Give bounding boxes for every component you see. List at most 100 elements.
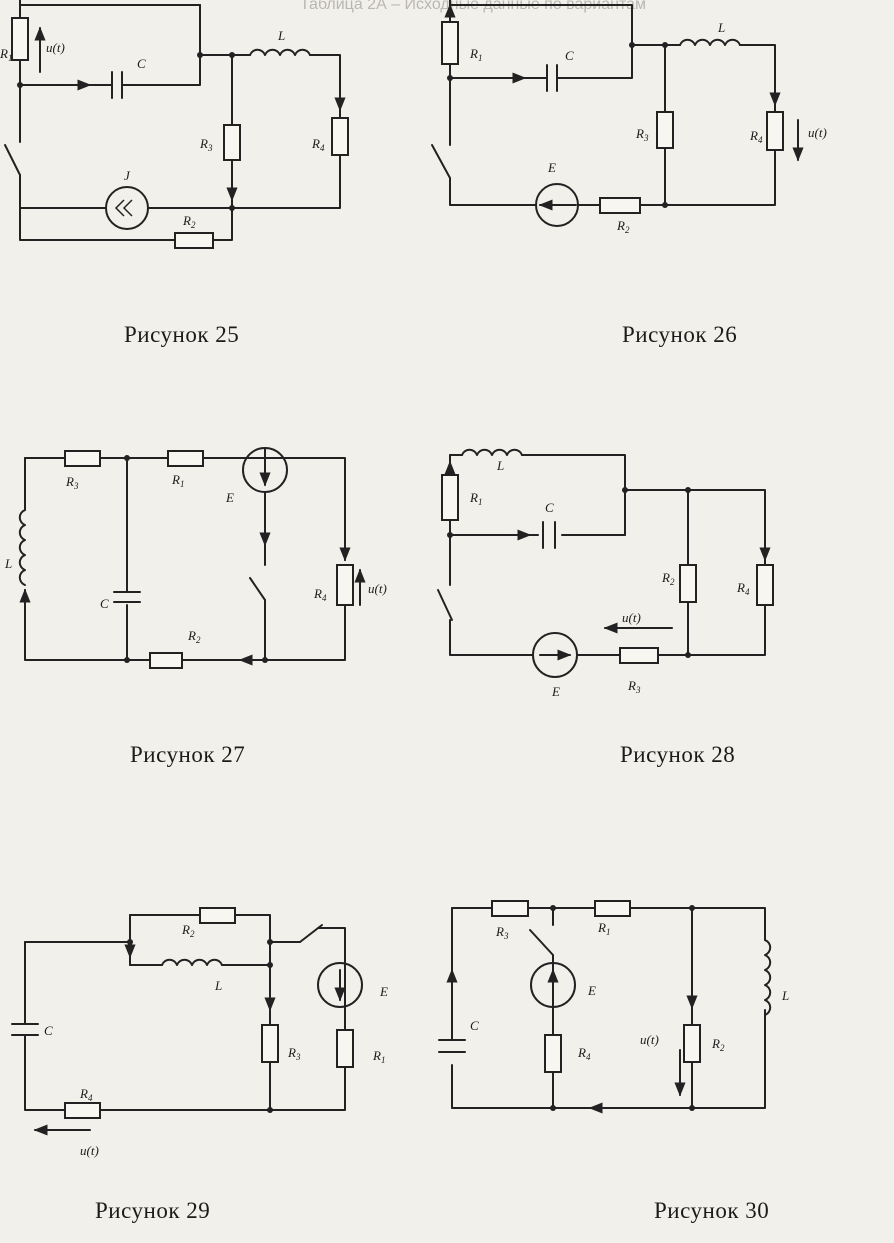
label-u: u(t) xyxy=(640,1032,659,1047)
label-l: L xyxy=(214,978,222,993)
inductor-icon xyxy=(764,939,772,1016)
resistor-r3-icon xyxy=(491,900,529,917)
label-r1: R1 xyxy=(171,472,184,489)
switch-icon xyxy=(529,929,554,956)
label-u: u(t) xyxy=(808,125,827,140)
inductor-icon xyxy=(18,509,26,586)
resistor-r2-icon xyxy=(174,232,214,249)
label-e: E xyxy=(547,160,556,175)
resistor-r1-icon xyxy=(167,450,204,467)
resistor-r3-icon xyxy=(64,450,101,467)
label-r3: R3 xyxy=(65,474,79,491)
resistor-r2-icon xyxy=(599,197,641,214)
voltage-source-icon xyxy=(317,962,363,1008)
label-r3: R3 xyxy=(287,1045,301,1062)
inductor-icon xyxy=(249,48,311,56)
page-header-faded: Таблица 2А – Исходные данные по варианта… xyxy=(300,0,647,13)
figure-29-caption: Рисунок 29 xyxy=(95,1198,211,1223)
voltage-source-icon xyxy=(530,962,576,1008)
label-r4: R4 xyxy=(749,128,763,145)
resistor-r3-icon xyxy=(619,647,659,664)
current-source-icon xyxy=(105,186,149,230)
switch-icon xyxy=(437,589,453,621)
figure-26-caption: Рисунок 26 xyxy=(622,322,738,347)
resistor-r1-icon xyxy=(11,17,29,61)
label-l: L xyxy=(277,28,285,43)
label-l: L xyxy=(781,988,789,1003)
label-r1: R1 xyxy=(469,46,482,63)
resistor-r3-icon xyxy=(223,124,241,161)
label-r4: R4 xyxy=(313,586,327,603)
label-r3: R3 xyxy=(635,126,649,143)
label-c: C xyxy=(44,1023,53,1038)
inductor-icon xyxy=(679,38,741,46)
figure-27-caption: Рисунок 27 xyxy=(130,742,246,767)
label-u: u(t) xyxy=(368,581,387,596)
label-r2: R2 xyxy=(182,213,196,230)
label-c: C xyxy=(137,56,146,71)
resistor-r2-icon xyxy=(683,1024,701,1063)
resistor-r4-icon xyxy=(766,111,784,151)
voltage-source-icon xyxy=(532,632,578,678)
label-r2: R2 xyxy=(661,570,675,587)
label-j: J xyxy=(124,168,131,183)
resistor-r1-icon xyxy=(336,1029,354,1068)
capacitor-icon xyxy=(546,64,558,92)
capacitor-icon xyxy=(111,71,123,99)
label-l: L xyxy=(496,458,504,473)
resistor-r1-icon xyxy=(441,474,459,521)
figure-25-circuit: R1 u(t) C L R3 R4 J R2 xyxy=(0,0,349,249)
label-e: E xyxy=(379,984,388,999)
label-c: C xyxy=(545,500,554,515)
figure-28-caption: Рисунок 28 xyxy=(620,742,736,767)
switch-icon xyxy=(4,144,21,176)
inductor-icon xyxy=(161,958,223,966)
figure-26-circuit: R1 C L R3 R4 u(t) E R2 xyxy=(431,0,827,235)
resistor-r1-icon xyxy=(441,21,459,65)
switch-icon xyxy=(431,144,451,179)
label-r2: R2 xyxy=(616,218,630,235)
switch-icon xyxy=(249,577,266,601)
figure-27-circuit: R3 R1 E L C R4 u(t) R2 xyxy=(4,447,387,669)
label-e: E xyxy=(587,983,596,998)
resistor-r2-icon xyxy=(149,652,183,669)
label-c: C xyxy=(565,48,574,63)
label-l: L xyxy=(4,556,12,571)
label-r2: R2 xyxy=(711,1036,725,1053)
capacitor-icon xyxy=(11,1023,39,1036)
figure-25-caption: Рисунок 25 xyxy=(124,322,240,347)
capacitor-icon xyxy=(113,591,141,603)
label-r4: R4 xyxy=(736,580,750,597)
resistor-r2-icon xyxy=(679,564,697,603)
resistor-r4-icon xyxy=(544,1034,562,1073)
label-r1: R1 xyxy=(372,1048,385,1065)
label-c: C xyxy=(470,1018,479,1033)
resistor-r2-icon xyxy=(199,907,236,924)
figure-28-circuit: L R1 C R2 R4 u(t) R3 E xyxy=(437,448,774,699)
resistor-r4-icon xyxy=(336,564,354,606)
label-l: L xyxy=(717,20,725,35)
voltage-source-icon xyxy=(535,183,579,227)
label-e: E xyxy=(551,684,560,699)
label-r2: R2 xyxy=(181,922,195,939)
label-r2: R2 xyxy=(187,628,201,645)
label-r1: R1 xyxy=(0,46,12,63)
label-e: E xyxy=(225,490,234,505)
resistor-r3-icon xyxy=(261,1024,279,1063)
label-r4: R4 xyxy=(577,1045,591,1062)
resistor-r1-icon xyxy=(594,900,631,917)
resistor-r4-icon xyxy=(331,117,349,156)
label-r3: R3 xyxy=(627,678,641,695)
capacitor-icon xyxy=(438,1039,466,1053)
capacitor-icon xyxy=(542,521,556,549)
label-c: C xyxy=(100,596,109,611)
label-r4: R4 xyxy=(311,136,325,153)
voltage-source-icon xyxy=(242,447,288,493)
label-r1: R1 xyxy=(597,920,610,937)
resistor-r4-icon xyxy=(756,564,774,606)
resistor-r3-icon xyxy=(656,111,674,149)
label-u: u(t) xyxy=(46,40,65,55)
label-r4: R4 xyxy=(79,1086,93,1103)
figure-29-circuit: R2 L E C R3 R1 R4 u(t) xyxy=(11,907,388,1158)
